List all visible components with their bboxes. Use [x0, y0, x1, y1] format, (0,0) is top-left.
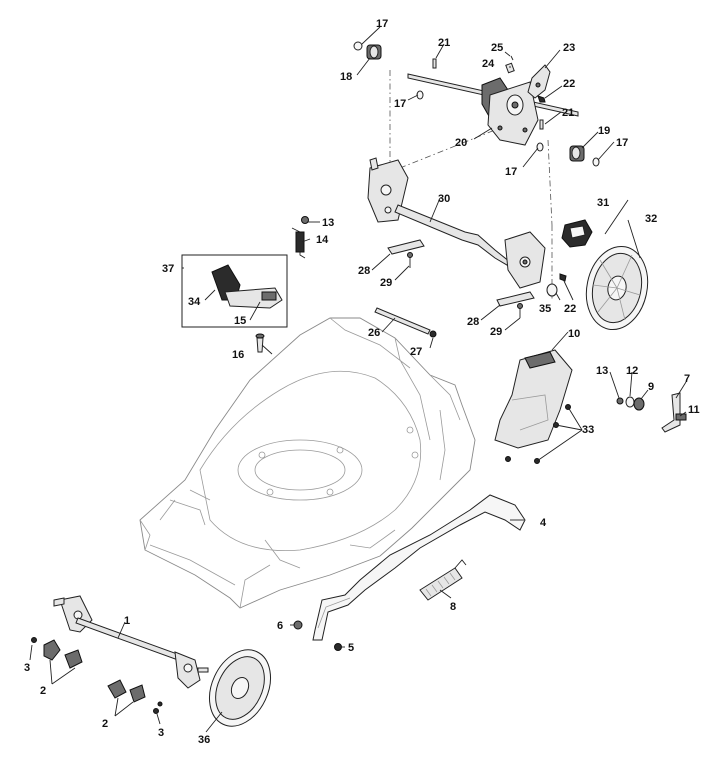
- gearbox-part-20: [481, 77, 539, 146]
- callout-7: 7: [684, 373, 690, 385]
- callout-29: 29: [380, 277, 392, 289]
- callout-2: 2: [102, 718, 108, 730]
- callout-1: 1: [124, 615, 130, 627]
- cover-part-10: [494, 349, 573, 464]
- callout-29: 29: [490, 326, 502, 338]
- callout-labels: 17 18 21 17 25 24 23 22 21 20 19 17 17 3…: [24, 18, 700, 746]
- callout-24: 24: [482, 58, 495, 70]
- callout-36: 36: [198, 734, 210, 746]
- handle-assembly-box-part-37: [181, 254, 288, 328]
- callout-3: 3: [24, 662, 30, 674]
- pin-part-16: [255, 333, 265, 353]
- callout-16: 16: [232, 349, 244, 361]
- callout-13: 13: [596, 365, 608, 377]
- front-axle-part-1: [53, 595, 209, 689]
- washer-part-35: [546, 273, 567, 297]
- callout-6: 6: [277, 620, 283, 632]
- callout-11: 11: [688, 404, 700, 416]
- callout-26: 26: [368, 327, 380, 339]
- spring-part-14: [291, 216, 309, 259]
- callout-22: 22: [563, 78, 575, 90]
- nut-part-6: [293, 620, 303, 630]
- callout-5: 5: [348, 642, 354, 654]
- front-wheel-part-36: [209, 649, 271, 727]
- callout-8: 8: [450, 601, 456, 613]
- callout-25: 25: [491, 42, 503, 54]
- bearing-part-18: [353, 41, 382, 60]
- callout-34: 34: [188, 296, 201, 308]
- assembly-guide-lines: [389, 70, 553, 300]
- callout-17: 17: [616, 137, 628, 149]
- rod-part-26: [374, 307, 437, 338]
- callout-22: 22: [564, 303, 576, 315]
- callout-35: 35: [539, 303, 551, 315]
- lever-part-7: [661, 392, 687, 433]
- clip-part-28-lower: [496, 291, 535, 318]
- clip-part-28-upper: [387, 239, 425, 268]
- callout-33: 33: [582, 424, 594, 436]
- hardware-parts-9-12-13: [616, 396, 645, 411]
- callout-30: 30: [438, 193, 450, 205]
- callout-17: 17: [505, 166, 517, 178]
- bracket-part-23: [505, 55, 551, 103]
- callout-31: 31: [597, 197, 609, 209]
- height-adjust-axle-part-30: [367, 157, 546, 289]
- callout-2: 2: [40, 685, 46, 697]
- rear-wheel-part-32: [585, 245, 649, 331]
- callout-27: 27: [410, 346, 422, 358]
- callout-4: 4: [540, 517, 547, 529]
- callout-10: 10: [568, 328, 580, 340]
- callout-21: 21: [438, 37, 450, 49]
- callout-23: 23: [563, 42, 575, 54]
- callout-14: 14: [316, 234, 329, 246]
- bearing-part-19: [569, 145, 600, 167]
- leader-lines: [29, 26, 687, 733]
- bracket-part-2-left: [31, 637, 83, 669]
- callout-21: 21: [562, 107, 574, 119]
- callout-18: 18: [340, 71, 352, 83]
- bracket-part-2-right: [107, 679, 163, 714]
- callout-28: 28: [467, 316, 479, 328]
- mower-deck: [139, 317, 476, 609]
- callout-19: 19: [598, 125, 610, 137]
- spring-part-8: [419, 559, 467, 601]
- callout-12: 12: [626, 365, 638, 377]
- callout-32: 32: [645, 213, 657, 225]
- bracket-part-31: [561, 219, 593, 248]
- screw-part-5: [334, 643, 342, 651]
- callout-28: 28: [358, 265, 370, 277]
- callout-3: 3: [158, 727, 164, 739]
- callout-15: 15: [234, 315, 246, 327]
- callout-37: 37: [162, 263, 174, 275]
- callout-20: 20: [455, 137, 467, 149]
- callout-9: 9: [648, 381, 654, 393]
- lever-bar-part-4: [312, 494, 526, 641]
- callout-13: 13: [322, 217, 334, 229]
- callout-17: 17: [394, 98, 406, 110]
- callout-17: 17: [376, 18, 388, 30]
